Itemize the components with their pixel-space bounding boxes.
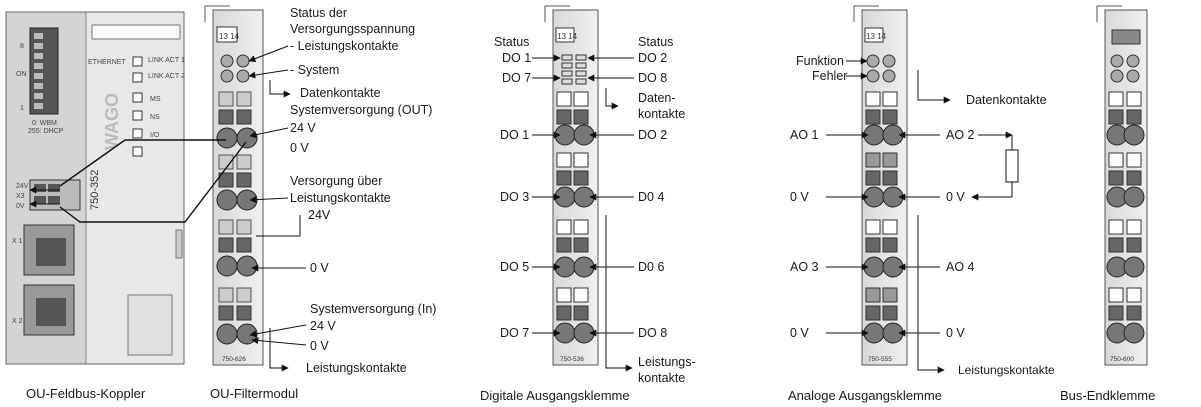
analog-fehler: Fehler xyxy=(812,69,847,83)
filter-24v-mid: 24V xyxy=(308,208,331,222)
analog-ao1: AO 1 xyxy=(790,128,819,142)
supply-wires xyxy=(29,139,247,223)
filter-annotations: Status der Versorgungsspannung - Leistun… xyxy=(248,6,436,375)
digital-do6: D0 6 xyxy=(638,260,664,274)
analog-output-module: 13 14 750-555 xyxy=(853,5,908,366)
caption-coupler: OU-Feldbus-Koppler xyxy=(26,386,146,401)
filter-24v-top: 24 V xyxy=(290,121,316,135)
dip-switch-levers xyxy=(34,33,43,109)
dhcp-label: 255: DHCP xyxy=(28,128,64,135)
led-io xyxy=(132,128,143,139)
load-resistor xyxy=(1005,149,1019,183)
digital-do2: DO 2 xyxy=(638,128,667,142)
dip-label-1: 1 xyxy=(20,105,24,112)
digital-daten1: Daten- xyxy=(638,91,676,105)
filter-terminal-label: 13 14 xyxy=(219,32,240,41)
led-ms xyxy=(132,92,143,103)
dip-label-on: ON xyxy=(16,71,27,78)
supply-x3-label: X3 xyxy=(16,193,25,200)
digital-do8: DO 8 xyxy=(638,326,667,340)
digital-do3: DO 3 xyxy=(500,190,529,204)
dip-switch[interactable] xyxy=(29,27,59,115)
filter-0v-top: 0 V xyxy=(290,141,309,155)
digital-do7: DO 7 xyxy=(500,326,529,340)
digital-terminal-label: 13 14 xyxy=(557,32,578,41)
io-label: I/O xyxy=(150,132,160,139)
analog-terminal-label: 13 14 xyxy=(866,32,887,41)
analog-0v-right-1: 0 V xyxy=(946,190,965,204)
brand-logo: WAGO xyxy=(102,93,122,150)
analog-0v-left-2: 0 V xyxy=(790,326,809,340)
ms-label: MS xyxy=(150,96,161,103)
fieldbus-coupler: 8 ON 1 0: WBM 255: DHCP ETHERNET LINK AC… xyxy=(5,11,185,365)
filter-module: 13 14 750-626 xyxy=(204,5,264,366)
digital-do8-top: DO 8 xyxy=(638,71,667,85)
digital-model: 750-536 xyxy=(560,356,584,363)
led-link-act-2 xyxy=(132,72,143,83)
digital-do5: DO 5 xyxy=(500,260,529,274)
x2-label: X 2 xyxy=(12,318,23,325)
caption-analog: Analoge Ausgangsklemme xyxy=(788,388,942,403)
digital-daten2: kontakte xyxy=(638,107,685,121)
link-act-1-label: LINK ACT 1 xyxy=(148,57,185,64)
wbm-label: 0: WBM xyxy=(32,120,57,127)
memory-slot xyxy=(127,294,173,356)
digital-do1: DO 1 xyxy=(500,128,529,142)
analog-leistungskontakte: Leistungskontakte xyxy=(958,363,1055,377)
filter-status-line4: - System xyxy=(290,63,339,77)
led-ns xyxy=(132,110,143,121)
filter-status-line2: Versorgungsspannung xyxy=(290,22,415,36)
digital-do1-top: DO 1 xyxy=(502,51,531,65)
digital-status-left: Status xyxy=(494,35,529,49)
filter-datenkontakte: Datenkontakte xyxy=(300,86,381,100)
digital-leist2: kontakte xyxy=(638,371,685,385)
filter-status-line1: Status der xyxy=(290,6,347,20)
label-strip xyxy=(91,24,181,40)
digital-do2-top: DO 2 xyxy=(638,51,667,65)
filter-leistungskontakte: Leistungskontakte xyxy=(306,361,407,375)
led-extra xyxy=(132,146,143,157)
caption-digital: Digitale Ausgangsklemme xyxy=(480,388,630,403)
digital-do4: D0 4 xyxy=(638,190,664,204)
filter-sysv-out: Systemversorgung (OUT) xyxy=(290,103,432,117)
digital-annotations: Status DO 1 DO 7 Status DO 2 DO 8 Daten-… xyxy=(494,35,696,385)
analog-ao2: AO 2 xyxy=(946,128,975,142)
filter-versorgung2: Leistungskontakte xyxy=(290,191,391,205)
digital-output-module: 13 14 750-536 xyxy=(544,5,599,366)
filter-status-line3: - Leistungskontakte xyxy=(290,39,398,53)
ns-label: NS xyxy=(150,114,160,121)
filter-0v-bot: 0 V xyxy=(310,339,329,353)
filter-versorgung1: Versorgung über xyxy=(290,174,382,188)
link-act-2-label: LINK ACT 2 xyxy=(148,73,185,80)
digital-status-right: Status xyxy=(638,35,673,49)
analog-model: 750-555 xyxy=(868,356,892,363)
filter-0v-mid: 0 V xyxy=(310,261,329,275)
digital-do7-top: DO 7 xyxy=(502,71,531,85)
analog-ao3: AO 3 xyxy=(790,260,819,274)
end-model: 750-600 xyxy=(1110,356,1134,363)
caption-end: Bus-Endklemme xyxy=(1060,388,1155,403)
supply-0v-label: 0V xyxy=(16,203,25,210)
filter-sysv-in: Systemversorgung (In) xyxy=(310,302,436,316)
analog-ao4: AO 4 xyxy=(946,260,975,274)
led-link-act-1 xyxy=(132,56,143,67)
analog-datenkontakte: Datenkontakte xyxy=(966,93,1047,107)
caption-filter: OU-Filtermodul xyxy=(210,386,298,401)
digital-leist1: Leistungs- xyxy=(638,355,696,369)
analog-0v-right-2: 0 V xyxy=(946,326,965,340)
analog-annotations: Funktion Fehler Datenkontakte AO 1 AO 2 … xyxy=(790,54,1055,377)
analog-funktion: Funktion xyxy=(796,54,844,68)
dip-label-8: 8 xyxy=(20,43,24,50)
ethernet-label: ETHERNET xyxy=(88,59,126,66)
supply-24v-label: 24V xyxy=(16,183,29,190)
filter-model: 750-626 xyxy=(222,356,246,363)
x1-label: X 1 xyxy=(12,238,23,245)
model-label: 750-352 xyxy=(89,170,101,210)
filter-24v-bot: 24 V xyxy=(310,319,336,333)
bus-end-module: 750-600 xyxy=(1096,5,1148,366)
analog-0v-left-1: 0 V xyxy=(790,190,809,204)
